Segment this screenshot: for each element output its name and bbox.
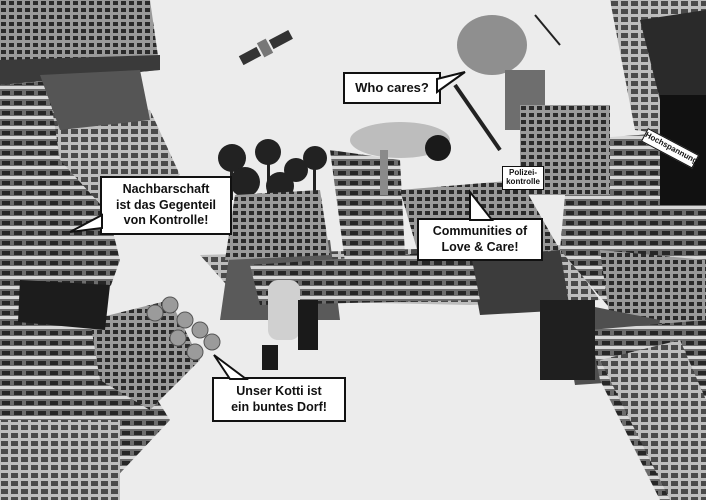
nachbarschaft-line-3: von Kontrolle! — [123, 213, 209, 228]
kotti-line-2: ein buntes Dorf! — [231, 399, 327, 414]
communities-bubble: Communities of Love & Care! — [417, 218, 543, 262]
justitia-statue — [453, 14, 561, 152]
polizei-line-2: kontrolle — [506, 176, 540, 186]
polizei-line-1: Polizei- — [508, 168, 537, 177]
communities-line-2: Love & Care! — [441, 239, 519, 254]
nachbarschaft-line-1: Nachbarschaft — [122, 182, 210, 196]
who-cares-text: Who cares? — [355, 80, 429, 95]
nachbarschaft-bubble: Nachbarschaft ist das Gegenteil von Kont… — [100, 176, 232, 235]
who-cares-bubble: Who cares? — [343, 72, 441, 104]
polizeikontrolle-sign: Polizei- kontrolle — [502, 166, 544, 190]
nachbarschaft-line-2: ist das Gegenteil — [115, 197, 217, 212]
upside-down-tower-top-left — [0, 0, 160, 85]
floating-balloons — [146, 296, 221, 361]
palm-trees — [218, 139, 327, 200]
kotti-line-1: Unser Kotti ist — [236, 384, 322, 398]
kotti-bubble: Unser Kotti ist ein buntes Dorf! — [212, 377, 346, 423]
satellite-image — [238, 29, 293, 66]
crawling-figure-hoodie — [350, 122, 451, 195]
hanging-figure — [262, 280, 318, 370]
left-building-cluster — [0, 70, 200, 500]
communities-line-1: Communities of — [432, 224, 528, 238]
